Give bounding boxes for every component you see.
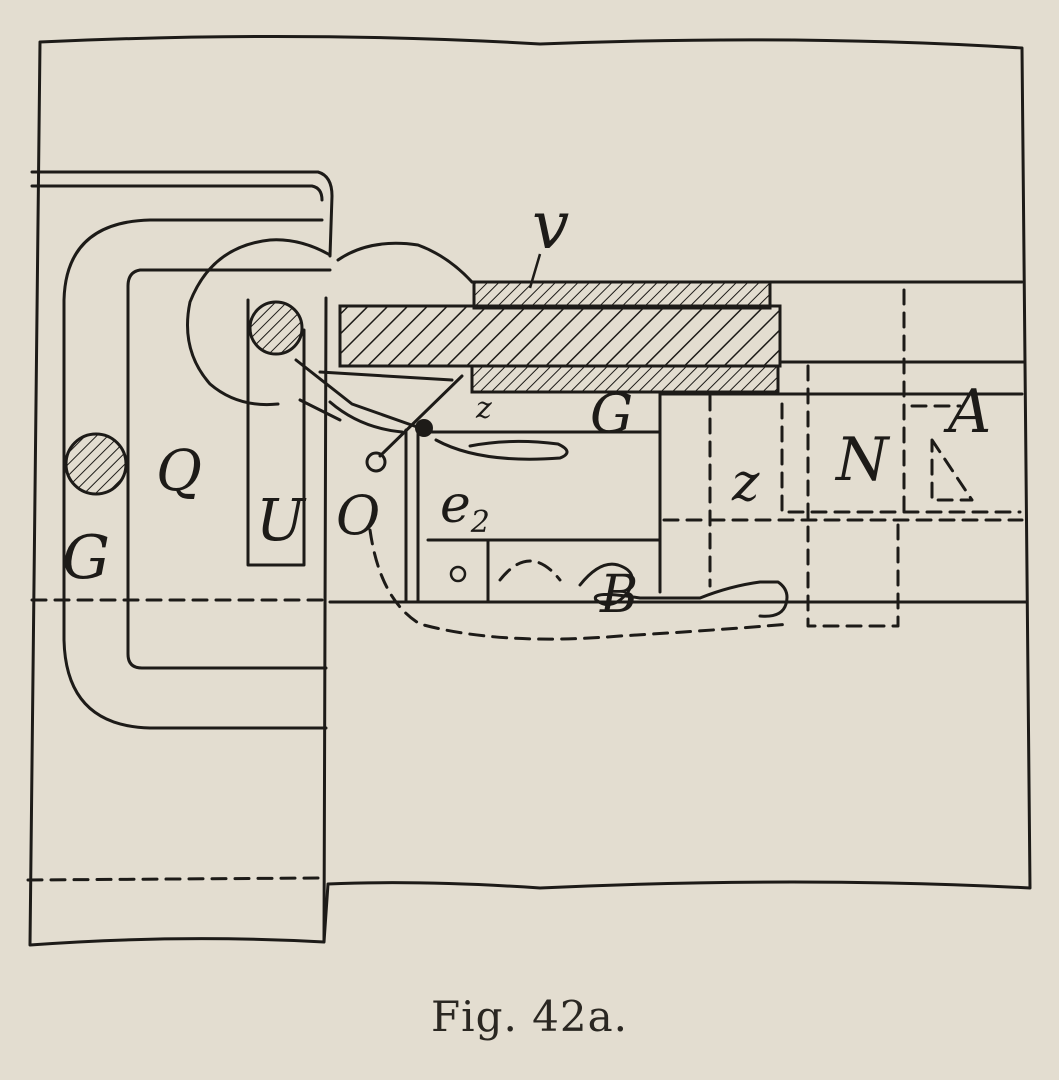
cam-disc — [186, 238, 332, 407]
label-n: N — [834, 425, 891, 495]
small-ring — [365, 451, 387, 473]
label-u: U — [256, 486, 307, 554]
hatched-shaft — [338, 280, 782, 394]
lever-arm — [294, 358, 454, 430]
dashed-arc — [498, 559, 562, 582]
label-e2: e2 — [440, 475, 490, 540]
label-a: A — [943, 377, 991, 447]
u-channel-inner — [126, 268, 328, 670]
slider-post — [404, 428, 420, 604]
outer-frame — [28, 34, 1032, 947]
dashed-right-box — [806, 288, 906, 628]
cam-lobe — [336, 241, 474, 284]
label-v: v — [532, 187, 569, 264]
u-channel-outer — [62, 218, 328, 730]
lever-rod — [378, 374, 464, 458]
figure-caption: Fig. 42a. — [431, 992, 628, 1041]
label-g-left: G — [62, 523, 110, 593]
label-z3: z — [731, 453, 760, 513]
spring-g — [434, 438, 569, 461]
cam-lower-arc — [328, 400, 404, 434]
label-b: B — [599, 565, 638, 625]
left-housing — [30, 170, 334, 258]
label-q: Q — [156, 439, 202, 504]
label-o: O — [336, 484, 380, 547]
dashed-lower-curve — [368, 528, 792, 641]
dashed-bottom-line — [26, 876, 322, 882]
spring-b — [578, 562, 789, 618]
pivot-pin — [415, 419, 433, 437]
hole-marker — [449, 565, 467, 583]
guide-slot — [246, 298, 306, 567]
hatched-pin-left — [64, 432, 128, 496]
housing-inner-line — [30, 184, 324, 202]
label-z: z — [475, 391, 492, 426]
hatched-pin-cam — [248, 300, 304, 356]
dashed-triangle — [910, 404, 974, 502]
dashed-mid-box — [662, 394, 1024, 588]
housing-vertical-edge — [322, 296, 328, 942]
label-g-right: G — [590, 382, 633, 445]
